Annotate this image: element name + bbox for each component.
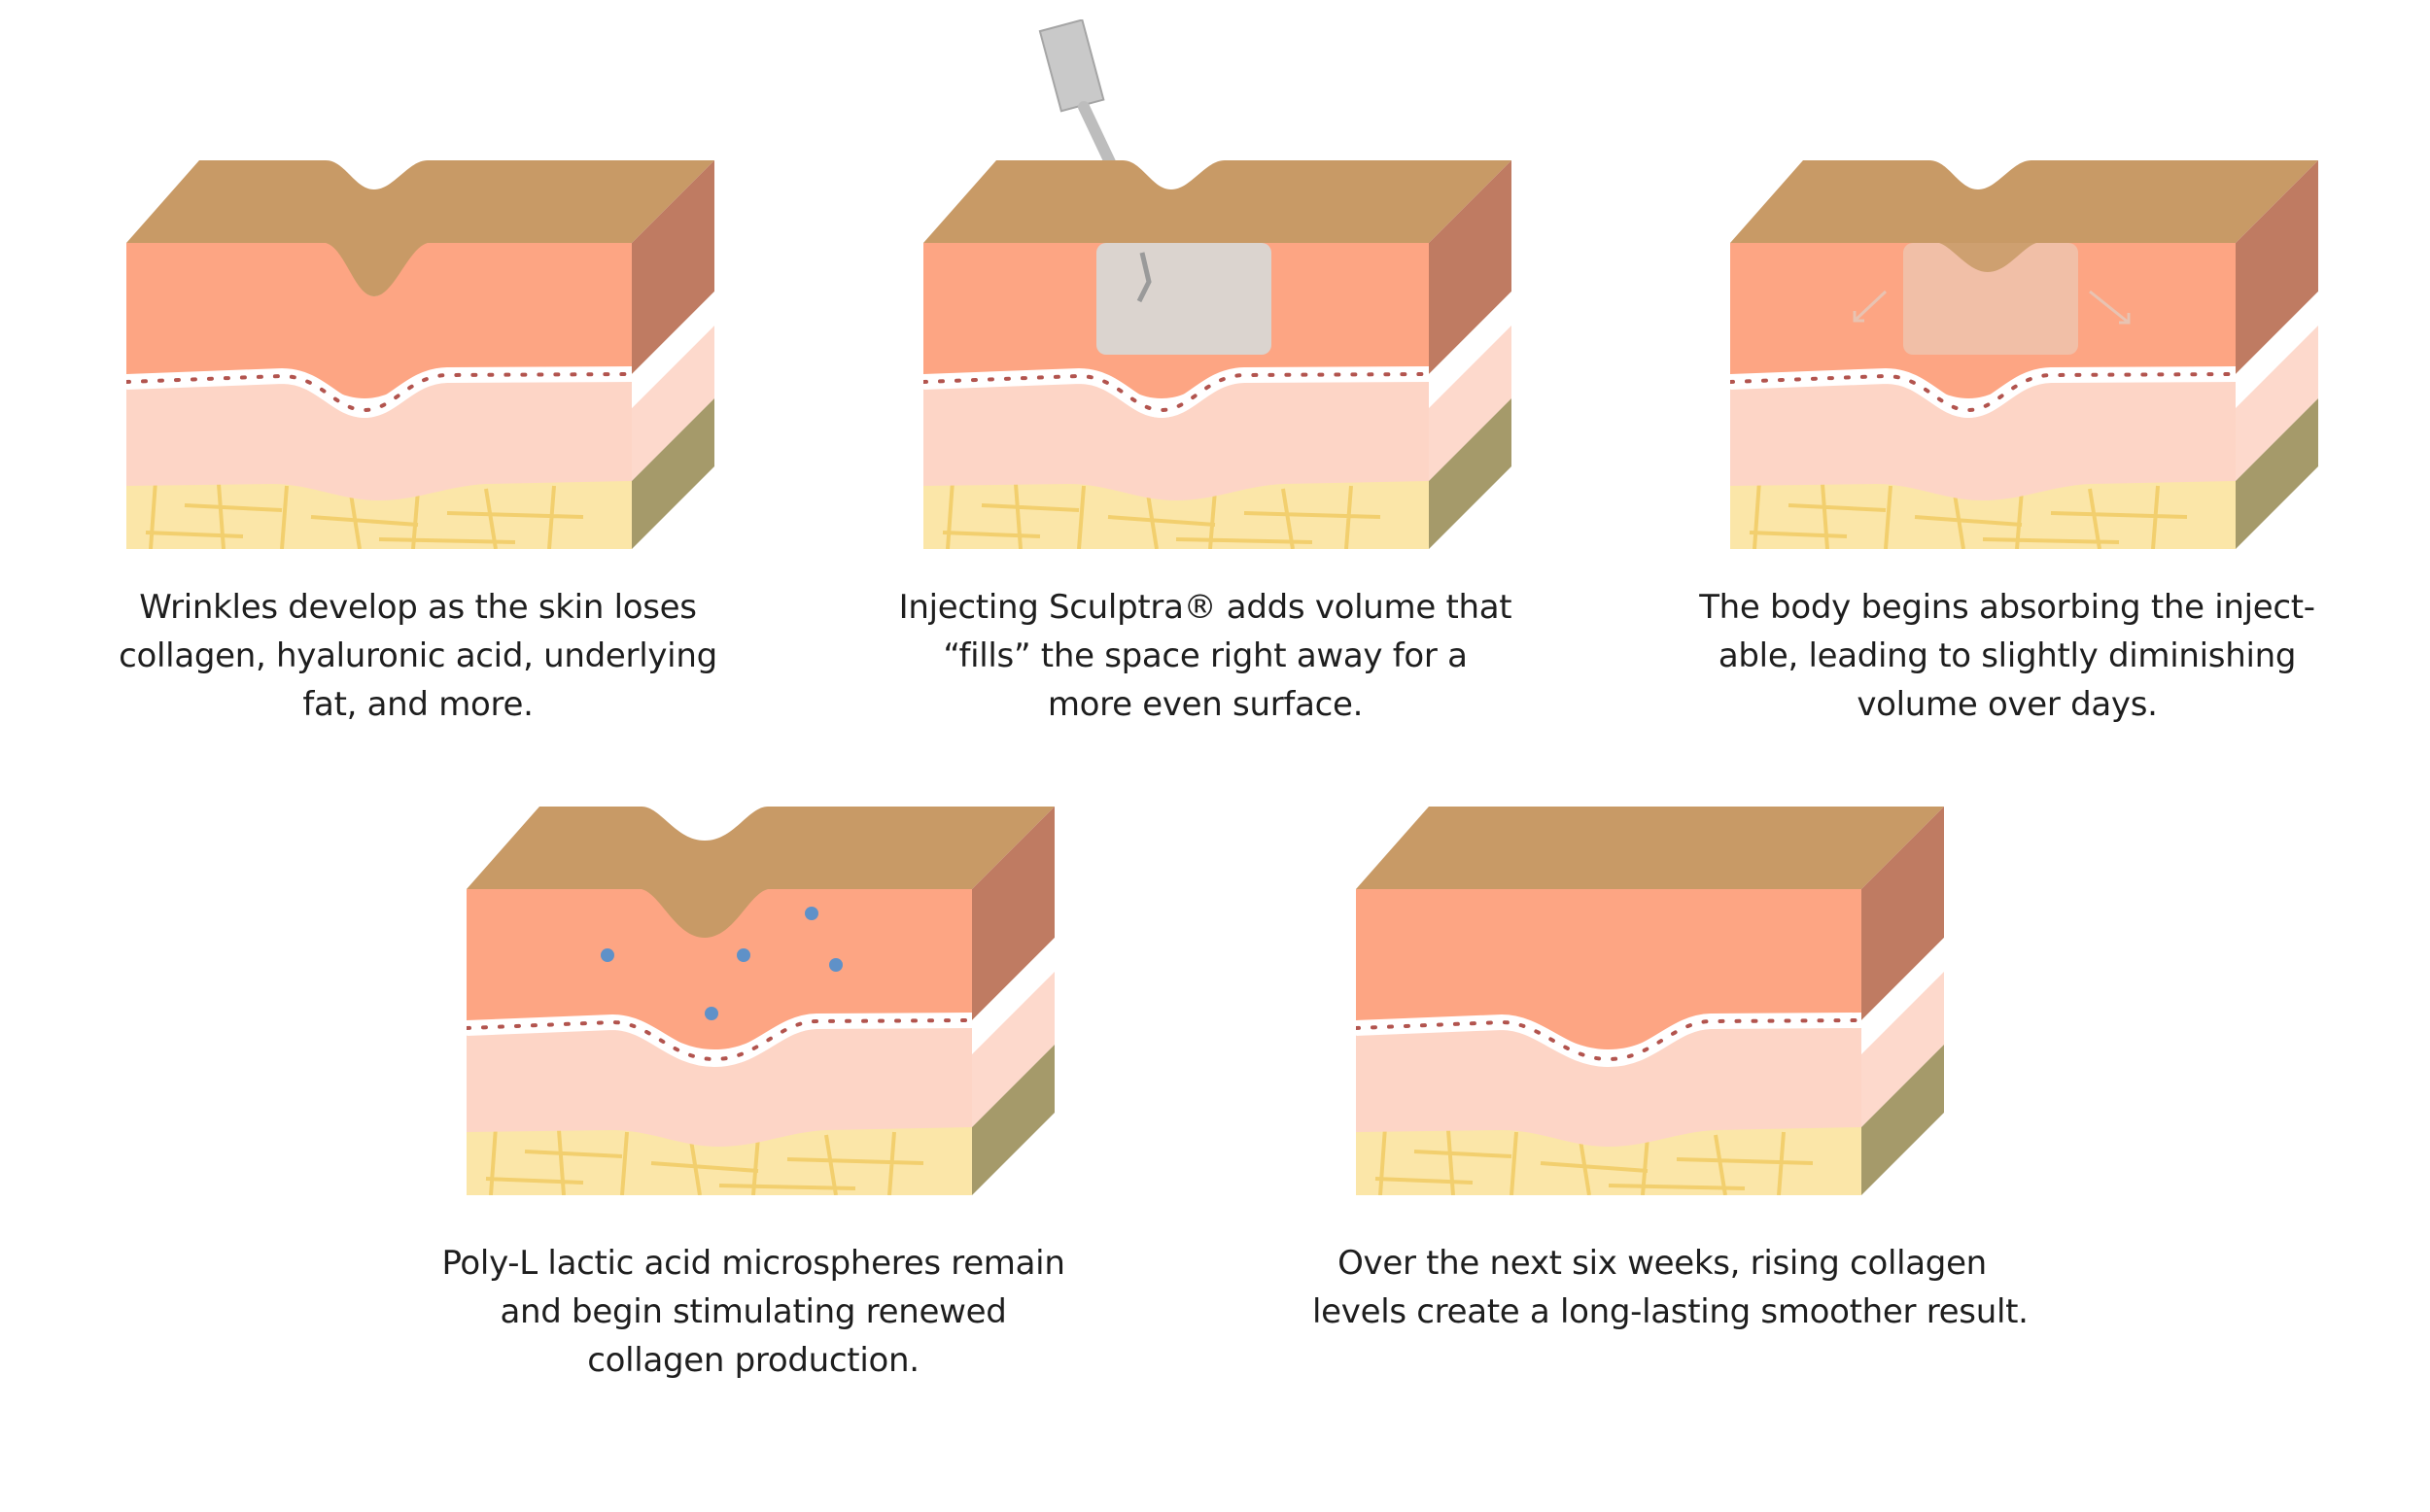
caption-line: “fills” the space right away for a <box>943 636 1468 675</box>
microspheres <box>601 907 843 1020</box>
microsphere-dot <box>705 1007 718 1020</box>
microsphere-dot <box>805 907 818 920</box>
caption-line: fat, and more. <box>302 685 534 724</box>
skin-diagram-injection <box>923 19 1511 549</box>
microsphere-dot <box>601 948 614 962</box>
skin-block-step-1 <box>126 155 729 549</box>
skin-block-step-4 <box>467 802 1069 1195</box>
caption-line: Poly-L lactic acid microspheres remain <box>441 1244 1065 1283</box>
skin-block-step-5 <box>1356 802 1959 1195</box>
caption-line: collagen production. <box>587 1341 920 1380</box>
step-5-caption: Over the next six weeks, rising collagen… <box>1312 1239 2029 1336</box>
skin-diagram-wrinkle <box>126 160 714 549</box>
skin-top-surface <box>126 160 714 243</box>
caption-line: volume over days. <box>1857 685 2158 724</box>
absorbing-filler <box>1903 243 2078 355</box>
skin-side-face <box>632 160 714 374</box>
caption-line: The body begins absorbing the inject- <box>1699 588 2315 627</box>
caption-line: Injecting Sculptra® adds volume that <box>898 588 1512 627</box>
skin-block-step-3 <box>1730 155 2333 549</box>
skin-diagram-absorption <box>1730 160 2318 549</box>
step-3-caption: The body begins absorbing the inject- ab… <box>1657 583 2357 729</box>
step-4-caption: Poly-L lactic acid microspheres remain a… <box>403 1239 1103 1385</box>
injected-filler <box>1096 243 1271 355</box>
skin-diagram-microspheres <box>467 807 1055 1195</box>
caption-line: and begin stimulating renewed <box>500 1292 1007 1331</box>
step-1-caption: Wrinkles develop as the skin loses colla… <box>68 583 768 729</box>
absorption-arrow-left-icon <box>1853 290 1888 323</box>
skin-block-step-2 <box>923 19 1526 549</box>
caption-line: Over the next six weeks, rising collagen <box>1337 1244 1987 1283</box>
step-2-caption: Injecting Sculptra® adds volume that “fi… <box>855 583 1555 729</box>
microsphere-dot <box>737 948 750 962</box>
caption-line: levels create a long-lasting smoother re… <box>1312 1292 2029 1331</box>
caption-line: able, leading to slightly diminishing <box>1718 636 2297 675</box>
epidermis-layer <box>126 243 632 398</box>
caption-line: more even surface. <box>1047 685 1364 724</box>
dermis-layer <box>126 377 632 500</box>
skin-diagram-result <box>1356 807 1944 1195</box>
caption-line: Wrinkles develop as the skin loses <box>139 588 697 627</box>
caption-line: collagen, hyaluronic acid, underlying <box>119 636 717 675</box>
absorption-arrow-right-icon <box>2089 290 2131 325</box>
microsphere-dot <box>829 958 843 972</box>
